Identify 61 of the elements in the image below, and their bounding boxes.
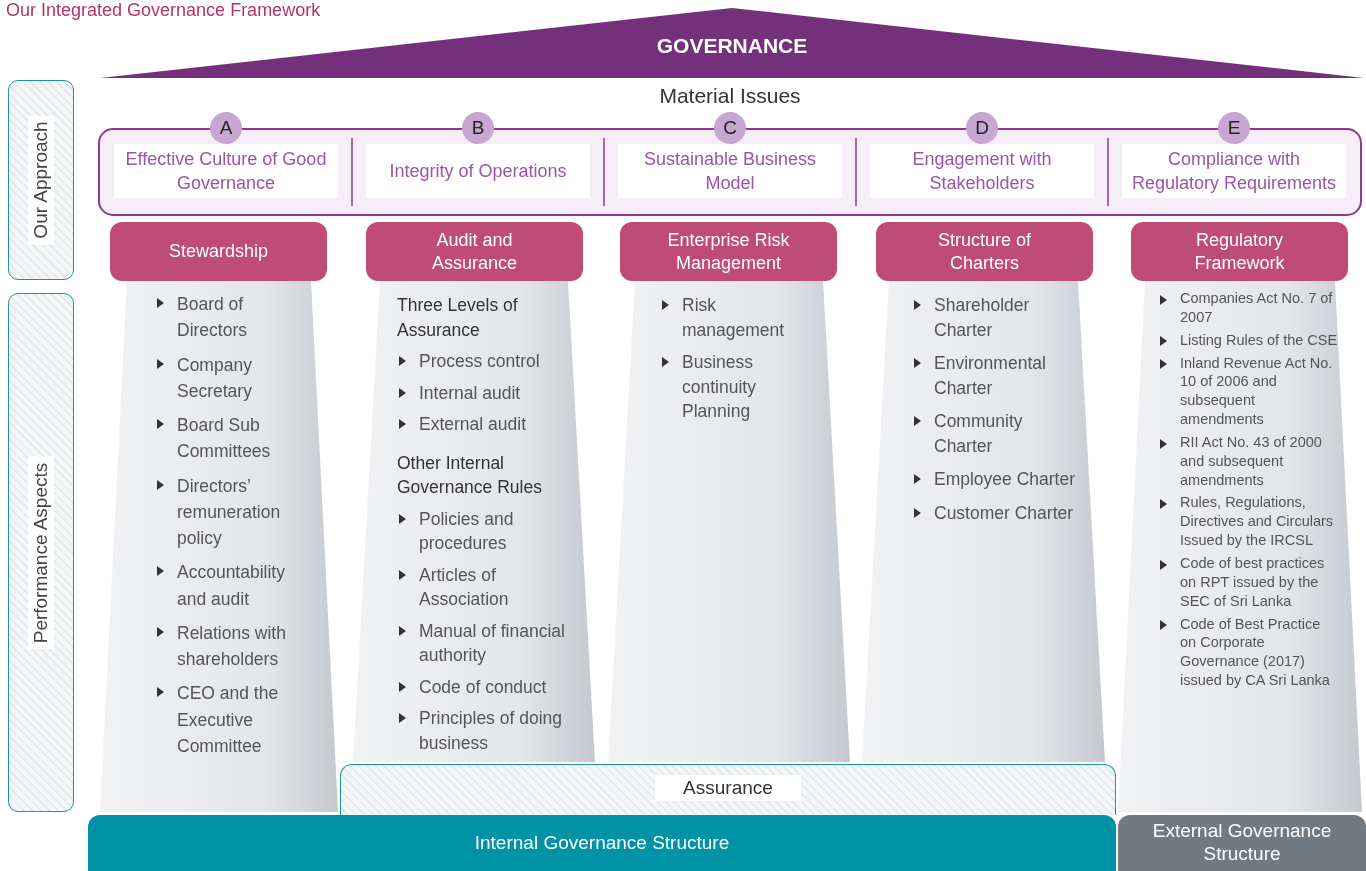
list-item: External audit — [397, 412, 582, 437]
list-item: Employee Charter — [912, 467, 1082, 492]
band-label: Assurance — [655, 775, 801, 801]
letter-badge: E — [1218, 112, 1250, 144]
pillar-header: Stewardship — [110, 222, 327, 281]
band-heading: Material Issues — [659, 84, 801, 108]
issue-label: Engagement with Stakeholders — [870, 144, 1094, 198]
side-panel — [8, 80, 74, 280]
list-item: Company Secretary — [155, 351, 300, 404]
list-item: CEO and the Executive Committee — [155, 680, 300, 759]
list-item: Environmental Charter — [912, 351, 1082, 400]
pillar-header: Regulatory Framework — [1131, 222, 1348, 281]
issue-label: Effective Culture of Good Governance — [114, 144, 338, 198]
vertical-label: Our Approach — [28, 115, 54, 245]
list-item: Listing Rules of the CSE — [1158, 330, 1338, 350]
list-item: Accountability and audit — [155, 559, 300, 612]
letter-badge: A — [210, 112, 242, 144]
list-item: Companies Act No. 7 of 2007 — [1158, 289, 1338, 327]
list-item: Relations with shareholders — [155, 619, 300, 673]
list-heading: Three Levels of Assurance — [397, 294, 519, 342]
pillar-header: Audit and Assurance — [366, 222, 583, 281]
list-item: Shareholder Charter — [912, 293, 1082, 342]
list-item: Community Charter — [912, 409, 1082, 458]
list-item: Code of best practices on RPT issued by the SEC of Sri Lanka — [1158, 553, 1338, 611]
list-item: Board of Directors — [155, 291, 300, 344]
list-item: Inland Revenue Act No. 10 of 2006 and subsequent amendments — [1158, 353, 1338, 429]
list-item: RII Act No. 43 of 2000 and subsequent amendments — [1158, 432, 1338, 490]
list-item: Code of Best Practice on Corporate Governance (2017) issued by CA Sri Lanka — [1158, 614, 1338, 690]
list-item: Internal audit — [397, 380, 582, 405]
pillar — [1118, 281, 1362, 812]
list-item: Articles of Association — [397, 562, 582, 612]
list-item: Customer Charter — [912, 500, 1082, 525]
issue-label: Sustainable Business Model — [618, 144, 842, 198]
pillar — [608, 281, 850, 762]
issue-label: Integrity of Operations — [366, 144, 590, 198]
issue-label: Compliance with Regulatory Requirements — [1122, 144, 1346, 198]
pillar-header: Enterprise Risk Management — [620, 222, 837, 281]
letter-badge: C — [714, 112, 746, 144]
pillar — [100, 281, 338, 812]
structure-bar: Internal Governance Structure — [88, 815, 1116, 871]
pillar-header: Structure of Charters — [876, 222, 1093, 281]
list-item: Rules, Regulations, Directives and Circulars Issued by the IRCSL — [1158, 493, 1338, 550]
pillar — [353, 281, 595, 762]
list-heading: Other Internal Governance Rules — [397, 451, 543, 499]
side-panel — [8, 293, 74, 812]
list-item: Code of conduct — [397, 674, 582, 699]
letter-badge: D — [966, 112, 998, 144]
list-item: Board Sub Committees — [155, 412, 300, 465]
structure-bar: External Governance Structure — [1118, 815, 1366, 871]
list-item: Risk management — [660, 293, 790, 342]
list-item: Business continuity Planning — [660, 350, 790, 424]
assurance-band — [340, 764, 1116, 815]
list-item: Process control — [397, 349, 582, 374]
list-item: Manual of financial authority — [397, 618, 582, 668]
vertical-label: Performance Aspects — [28, 456, 54, 649]
list-item: Principles of doing business — [397, 706, 582, 755]
list-item: Policies and procedures — [397, 506, 582, 556]
diagram-title: Our Integrated Governance Framework — [6, 0, 321, 21]
pillar — [862, 281, 1105, 762]
list-item: Directors’ remuneration policy — [155, 472, 300, 552]
letter-badge: B — [462, 112, 494, 144]
